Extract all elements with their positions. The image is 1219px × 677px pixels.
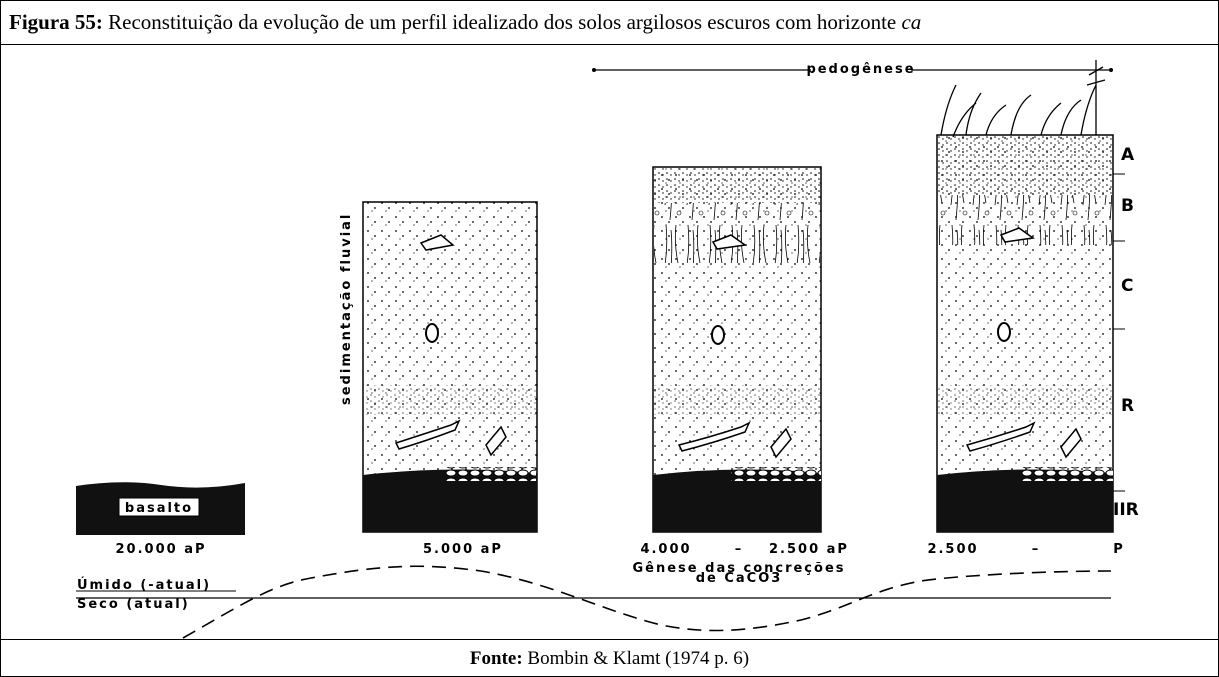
climate-curve: Úmido (-atual) Seco (atual) [76, 565, 1112, 639]
horizon-ticks [1113, 173, 1125, 492]
profile-4-age-end: P [1113, 542, 1125, 557]
fossil-shell-icon [999, 227, 1035, 243]
concretion-note-line-1: Gênese das concreções [633, 561, 846, 576]
pedogenesis-timeline: pedogênese [592, 62, 1113, 77]
source-label: Fonte: [469, 648, 523, 669]
diagram-svg: pedogênese basalto 20.000 aP sedimentaçã… [76, 60, 1139, 639]
basalt-label-box [118, 497, 200, 517]
fossil-shell-icon [711, 234, 747, 250]
horizon-b-label: B [1121, 196, 1134, 216]
horizon-iir-label: IIR [1113, 500, 1139, 520]
profile-3: 4.000 – 2.500 aP Gênese das concreções d… [633, 166, 849, 586]
seed-icon [711, 325, 725, 345]
seed-icon [997, 322, 1011, 342]
profile-4-age-dash: – [1032, 542, 1041, 557]
profile-2-age: 5.000 aP [423, 542, 503, 557]
figure-caption: Figura 55: Reconstituição da evolução de… [9, 10, 921, 35]
profile-4: A B C R IIR 2.500 – P [927, 60, 1139, 557]
fossil-tooth-icon [770, 427, 792, 459]
figure-source: Fonte: Bombin & Klamt (1974 p. 6) [1, 648, 1218, 670]
profile-1-age: 20.000 aP [116, 542, 207, 557]
bone-icon [394, 419, 461, 450]
caption-label: Figura 55: [9, 10, 103, 34]
basalt-label: basalto [125, 501, 193, 516]
source-row: Fonte: Bombin & Klamt (1974 p. 6) [1, 639, 1218, 677]
profile-3-age-end: 2.500 aP [769, 542, 849, 557]
dry-label: Seco (atual) [77, 597, 190, 612]
profile-1-basalt: basalto 20.000 aP [76, 482, 245, 557]
fossil-tooth-icon [485, 425, 507, 457]
soil-profile-diagram: pedogênese basalto 20.000 aP sedimentaçã… [1, 45, 1218, 639]
humid-label: Úmido (-atual) [77, 577, 211, 593]
fossil-tooth-icon [1060, 427, 1082, 459]
bone-icon [965, 421, 1036, 452]
profile-4-age-start: 2.500 [927, 542, 978, 557]
grass-vegetation [940, 60, 1106, 138]
pedogenesis-end-dot [1109, 68, 1113, 72]
pedogenesis-label: pedogênese [806, 62, 915, 77]
seed-icon [425, 323, 439, 343]
horizon-r-label: R [1121, 396, 1134, 416]
caption-italic-term: ca [901, 10, 922, 34]
horizon-a-label: A [1121, 145, 1135, 165]
profile-2: 5.000 aP [362, 201, 538, 557]
horizon-c-label: C [1121, 276, 1133, 296]
source-text: Bombin & Klamt (1974 p. 6) [527, 648, 750, 669]
concretion-note-line-2: de CaCO3 [696, 571, 783, 586]
bone-icon [677, 421, 751, 452]
fossil-shell-icon [419, 234, 455, 251]
profile-3-age-start: 4.000 [640, 542, 691, 557]
climate-dashed-curve [182, 565, 1112, 639]
sedimentation-label: sedimentação fluvial [339, 213, 354, 405]
caption-text: Reconstituição da evolução de um perfil … [108, 10, 897, 34]
caption-row: Figura 55: Reconstituição da evolução de… [1, 1, 1218, 45]
profile-3-age-dash: – [735, 542, 744, 557]
